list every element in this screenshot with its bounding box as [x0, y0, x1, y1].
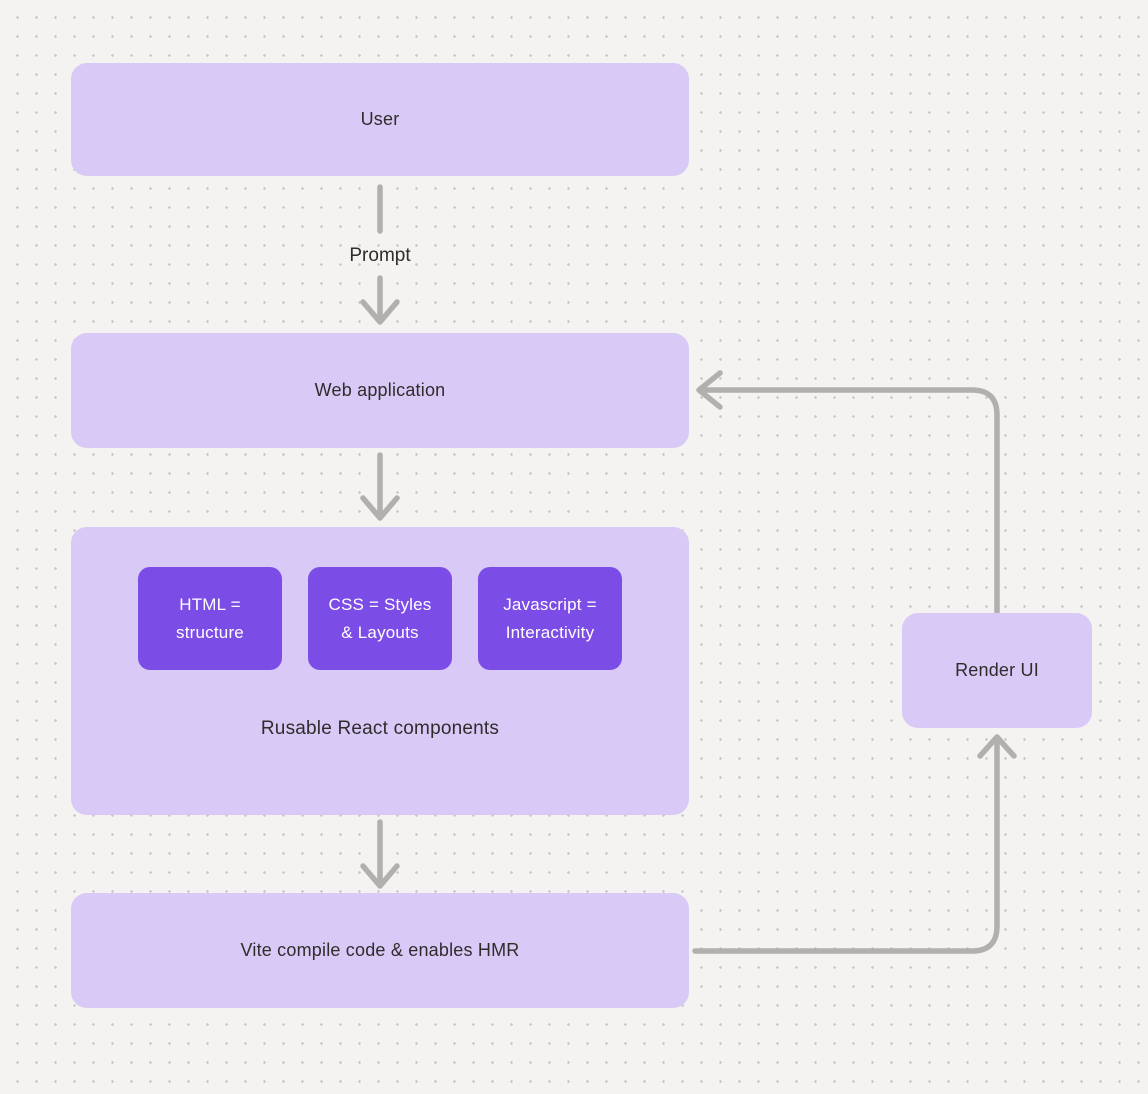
- chip-css[interactable]: CSS = Styles & Layouts: [308, 567, 452, 670]
- edge-webapp-to-components[interactable]: [360, 452, 400, 521]
- chip-html[interactable]: HTML = structure: [138, 567, 282, 670]
- edge-components-to-vite[interactable]: [360, 819, 400, 889]
- arrowhead-down-icon: [360, 299, 400, 325]
- node-user-label: User: [360, 109, 400, 129]
- node-vite-label: Vite compile code & enables HMR: [240, 940, 520, 960]
- chip-html-line2: structure: [176, 622, 244, 642]
- chip-javascript[interactable]: Javascript = Interactivity: [478, 567, 622, 670]
- arrowhead-down-icon: [360, 495, 400, 521]
- node-web-application-label: Web application: [314, 380, 446, 400]
- arrowhead-left-icon: [696, 370, 723, 410]
- chip-javascript-line2: Interactivity: [505, 622, 595, 642]
- node-components-group[interactable]: HTML = structure CSS = Styles & Layouts …: [71, 527, 689, 815]
- chip-css-line2: & Layouts: [341, 622, 419, 642]
- edge-renderui-to-webapp[interactable]: [696, 370, 1000, 616]
- node-render-ui[interactable]: Render UI: [902, 613, 1092, 728]
- chip-javascript-line1: Javascript =: [503, 594, 597, 614]
- arrowhead-down-icon: [360, 863, 400, 889]
- edge-vite-to-renderui[interactable]: [692, 734, 1017, 954]
- edge-user-to-webapp[interactable]: [360, 184, 400, 325]
- node-vite[interactable]: Vite compile code & enables HMR: [71, 893, 689, 1008]
- arrowhead-up-icon: [977, 734, 1017, 759]
- node-user[interactable]: User: [71, 63, 689, 176]
- components-group-caption: Rusable React components: [260, 718, 500, 739]
- node-web-application[interactable]: Web application: [71, 333, 689, 448]
- chip-html-line1: HTML =: [179, 594, 241, 614]
- chip-css-line1: CSS = Styles: [328, 594, 432, 614]
- node-render-ui-label: Render UI: [955, 660, 1039, 680]
- edge-label-prompt[interactable]: Prompt: [349, 245, 411, 266]
